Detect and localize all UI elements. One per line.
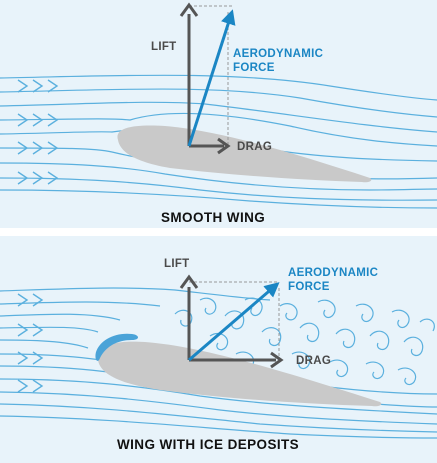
lift-vector bbox=[179, 274, 199, 360]
airfoil-shape bbox=[97, 341, 382, 407]
aerodynamic-force-label-line2: FORCE bbox=[233, 62, 275, 74]
drag-vector bbox=[189, 137, 231, 155]
chevron-right-icon bbox=[17, 379, 44, 393]
streamline bbox=[0, 88, 437, 118]
smooth-wing-caption: SMOOTH WING bbox=[161, 210, 266, 225]
arrow-up-icon bbox=[179, 2, 199, 17]
panel-divider bbox=[0, 228, 437, 236]
streamline bbox=[0, 415, 437, 439]
aerodynamic-force-label-line2: FORCE bbox=[288, 281, 330, 293]
streamline bbox=[0, 391, 437, 425]
iced-wing-panel: LIFT DRAG AERODYNAMIC FORCE WING WITH IC… bbox=[0, 236, 437, 463]
streamline bbox=[0, 189, 437, 209]
flow-direction-arrows bbox=[17, 293, 44, 393]
drag-label: DRAG bbox=[296, 355, 332, 367]
chevron-right-icon bbox=[17, 293, 44, 307]
aerodynamic-force-label-line1: AERODYNAMIC bbox=[288, 267, 379, 279]
vector-guidelines bbox=[189, 5, 233, 146]
turbulent-wake bbox=[174, 297, 435, 389]
aerodynamic-force-label: AERODYNAMIC FORCE bbox=[288, 266, 378, 294]
iced-wing-caption: WING WITH ICE DEPOSITS bbox=[117, 437, 300, 452]
flow-direction-arrows bbox=[17, 79, 59, 185]
drag-label: DRAG bbox=[237, 141, 273, 153]
chevron-right-icon bbox=[17, 323, 44, 337]
streamline bbox=[0, 177, 437, 201]
streamline bbox=[0, 339, 89, 349]
lift-label: LIFT bbox=[164, 258, 190, 270]
chevron-right-icon bbox=[17, 351, 44, 365]
chevron-right-icon bbox=[17, 113, 59, 127]
streamline bbox=[0, 313, 121, 321]
aerodynamic-force-vector bbox=[187, 9, 236, 147]
ice-deposit-shape bbox=[95, 333, 138, 361]
chevron-right-icon bbox=[17, 171, 59, 185]
chevron-right-icon bbox=[17, 141, 59, 155]
streamline bbox=[0, 101, 437, 133]
streamline bbox=[0, 74, 437, 101]
streamline bbox=[0, 403, 437, 433]
smooth-wing-panel: LIFT DRAG AERODYNAMIC FORCE SMOOTH WING bbox=[0, 0, 437, 228]
lift-label: LIFT bbox=[151, 41, 177, 53]
streamline bbox=[0, 287, 271, 301]
streamline bbox=[0, 112, 437, 147]
lift-vector bbox=[179, 2, 199, 146]
chevron-right-icon bbox=[17, 79, 59, 93]
airfoil-shape bbox=[117, 125, 372, 183]
aerodynamic-force-vector bbox=[188, 282, 280, 362]
iced-wing-graphic bbox=[0, 274, 437, 439]
streamline bbox=[0, 162, 437, 191]
arrow-up-icon bbox=[179, 274, 199, 289]
arrow-right-icon bbox=[217, 137, 231, 155]
streamline bbox=[0, 301, 161, 307]
streamline bbox=[0, 378, 437, 415]
vector-guidelines bbox=[189, 281, 280, 360]
smooth-wing-graphic bbox=[0, 2, 437, 209]
arrow-right-icon bbox=[270, 351, 284, 369]
aerodynamic-force-label: AERODYNAMIC FORCE bbox=[233, 47, 323, 75]
drag-vector bbox=[189, 351, 284, 369]
aerodynamic-force-label-line1: AERODYNAMIC bbox=[233, 48, 324, 60]
streamline bbox=[0, 326, 99, 333]
